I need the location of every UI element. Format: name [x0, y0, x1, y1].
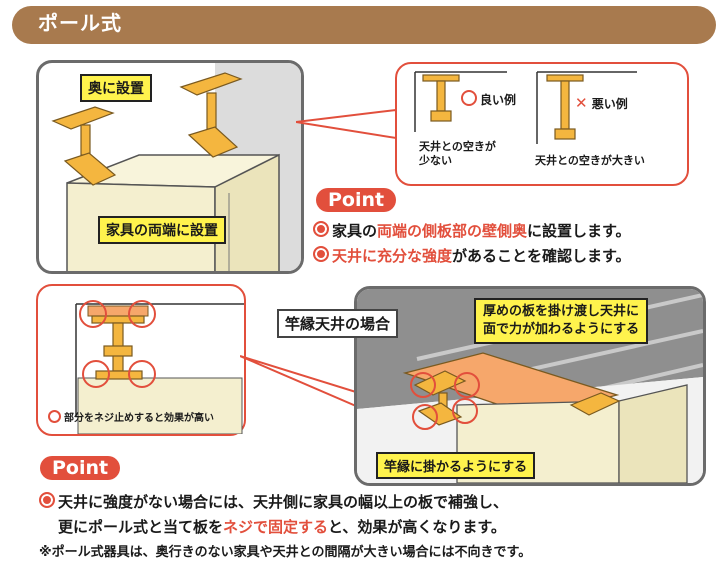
callout-pointer-1	[296, 108, 397, 140]
bad-example-label: ✕ 悪い例	[575, 94, 628, 112]
example-callout: 良い例 天井との空きが 少ない ✕ 悪い例 天井との空きが大きい	[395, 62, 689, 186]
callout-pointer-2	[240, 355, 357, 408]
bottom-line-2: 更にポール式と当て板をネジで固定すると、効果が高くなります。	[58, 518, 506, 536]
point-badge-1: Point	[316, 188, 397, 212]
point-badge-2: Point	[40, 456, 121, 480]
screw-caption: 部分をネジ止めすると効果が高い	[48, 410, 214, 426]
cross-icon: ✕	[575, 94, 588, 112]
bullet-icon	[39, 492, 55, 508]
screw-points-illustration	[75, 300, 244, 434]
label-back-placement: 奥に設置	[80, 74, 152, 102]
bad-example-caption: 天井との空きが大きい	[535, 154, 645, 167]
bottom-note: ※ポール式器具は、奥行きのない家具や天井との間隔が大きい場合には不向きです。	[39, 545, 532, 560]
label-rail-ceiling: 竿縁天井の場合	[277, 309, 399, 338]
good-example-label: 良い例	[461, 90, 516, 107]
label-hook-rails: 竿縁に掛かるようにする	[376, 452, 536, 479]
good-circle-icon	[461, 90, 477, 106]
bullet-icon	[313, 221, 329, 237]
point1-line1: 家具の両端の側板部の壁側奥に設置します。	[313, 220, 631, 241]
good-example-caption-2: 少ない	[419, 154, 452, 167]
point1-line2: 天井に充分な強度があることを確認します。	[313, 245, 631, 266]
illustration-panel-back	[36, 60, 304, 274]
circle-icon	[48, 410, 61, 423]
bottom-line-1: 天井に強度がない場合には、天井側に家具の幅以上の板で補強し、	[39, 491, 508, 512]
label-both-ends: 家具の両端に設置	[98, 216, 226, 244]
bullet-icon	[313, 246, 329, 262]
label-thick-board: 厚めの板を掛け渡し天井に 面で力が加わるようにする	[474, 298, 649, 344]
section-header	[12, 6, 716, 44]
section-title: ポール式	[38, 11, 122, 35]
pole-examples-illustration	[414, 71, 637, 144]
screw-callout: 部分をネジ止めすると効果が高い	[36, 284, 246, 436]
good-example-caption-1: 天井との空きが	[419, 140, 496, 153]
